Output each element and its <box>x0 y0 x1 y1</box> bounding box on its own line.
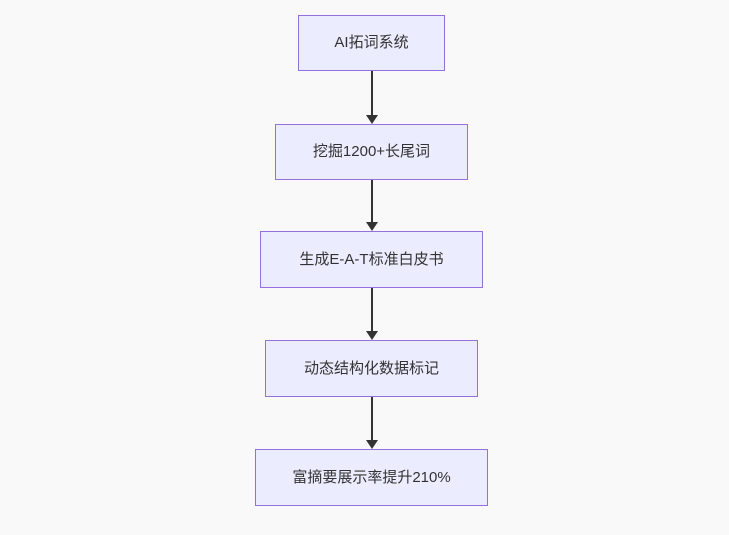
node-label: 富摘要展示率提升210% <box>292 468 451 486</box>
flowchart-node-rich-snippet-rate: 富摘要展示率提升210% <box>255 449 488 506</box>
flowchart-node-ai-word-expansion: AI拓词系统 <box>298 15 445 71</box>
node-label: 动态结构化数据标记 <box>303 359 439 377</box>
flowchart-arrow-4 <box>365 397 378 449</box>
node-label: 挖掘1200+长尾词 <box>312 143 431 160</box>
flowchart-node-longtail-keywords: 挖掘1200+长尾词 <box>275 124 468 180</box>
flowchart-node-eat-whitepaper: 生成E-A-T标准白皮书 <box>260 231 483 288</box>
arrow-line <box>370 288 373 332</box>
flowchart-node-structured-data-markup: 动态结构化数据标记 <box>265 340 478 397</box>
arrow-line <box>370 180 373 223</box>
flowchart-arrow-2 <box>365 180 378 231</box>
arrow-line <box>370 71 373 116</box>
node-label: AI拓词系统 <box>334 34 409 51</box>
arrowhead-down-icon <box>365 115 378 124</box>
arrow-line <box>370 397 373 441</box>
arrowhead-down-icon <box>365 222 378 231</box>
arrowhead-down-icon <box>365 440 378 449</box>
node-label: 生成E-A-T标准白皮书 <box>299 250 444 268</box>
arrowhead-down-icon <box>365 331 378 340</box>
flowchart-arrow-1 <box>365 71 378 124</box>
flowchart-arrow-3 <box>365 288 378 340</box>
